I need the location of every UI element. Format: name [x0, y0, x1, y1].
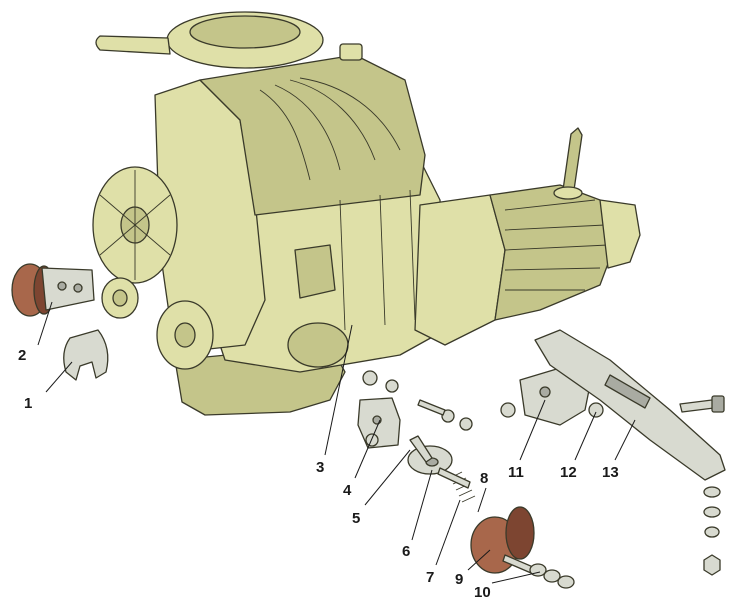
callout-10: 10	[474, 584, 491, 601]
mount-plate	[407, 435, 453, 475]
callout-3: 3	[316, 459, 324, 476]
nuts-top	[362, 370, 473, 447]
rear-rubber-cushion	[470, 506, 541, 577]
front-mount-bracket	[41, 267, 95, 311]
crossmember-fasteners	[703, 486, 721, 576]
gear-lever	[562, 127, 583, 191]
crossmember	[534, 329, 726, 481]
gearbox-case	[489, 184, 616, 321]
oil-filler-cap	[339, 43, 363, 61]
leader-lines	[37, 301, 636, 584]
cylinder-head	[199, 54, 426, 216]
engine-assembly	[92, 11, 446, 416]
callout-2: 2	[18, 347, 26, 364]
callout-4: 4	[343, 482, 352, 499]
distributor	[294, 244, 336, 299]
gearbox-mount-bracket	[500, 367, 604, 426]
callout-9: 9	[455, 571, 463, 588]
callout-numbers: 1 2 3 4 5 6 7 8 9 10 11 12 13	[18, 347, 619, 601]
gearbox	[414, 127, 641, 346]
crankshaft-pulley	[156, 300, 214, 370]
callout-12: 12	[560, 464, 577, 481]
heat-shield	[63, 329, 109, 381]
callout-8: 8	[480, 470, 488, 487]
air-intake-snorkel	[95, 35, 171, 55]
crossmember-bolt	[679, 395, 725, 413]
callout-7: 7	[426, 569, 434, 586]
gearbox-extension	[599, 199, 641, 269]
callout-5: 5	[352, 510, 360, 527]
callout-13: 13	[602, 464, 619, 481]
callout-11: 11	[508, 464, 524, 481]
spring	[437, 467, 476, 503]
clutch-housing	[414, 194, 506, 346]
starter-motor	[287, 322, 349, 368]
callout-1: 1	[24, 395, 32, 412]
cooling-fan	[92, 166, 178, 284]
washers-bottom	[529, 563, 575, 589]
callout-6: 6	[402, 543, 410, 560]
air-filter-lid	[189, 15, 301, 49]
front-mount-cushion	[11, 263, 95, 317]
alternator-pulley	[101, 277, 139, 319]
